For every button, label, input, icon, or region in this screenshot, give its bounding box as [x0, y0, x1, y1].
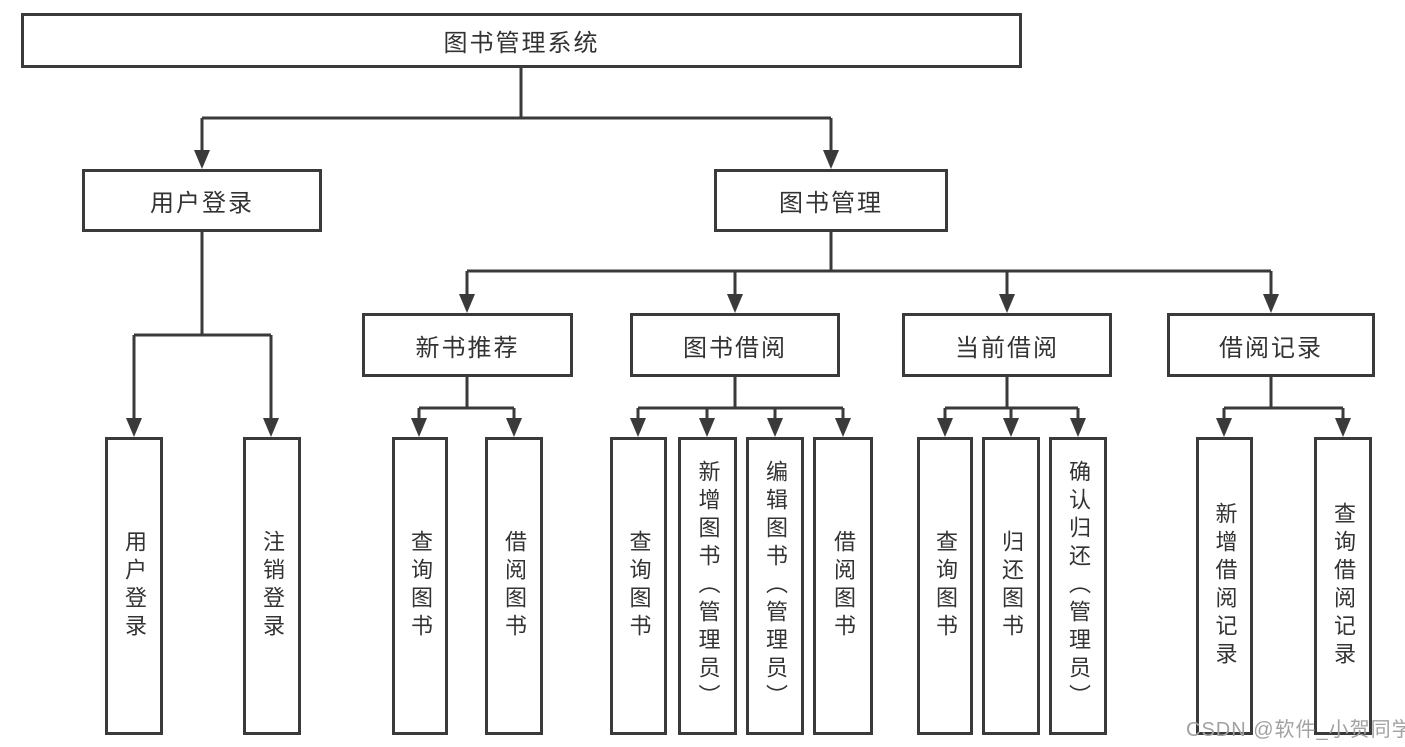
node-new-book-recommendation: 新书推荐 [362, 313, 573, 377]
leaf-edit-book-admin: 编辑图书（管理员） [746, 437, 804, 735]
leaf-query-books-recommend: 查询图书 [392, 437, 448, 735]
node-borrowing-records: 借阅记录 [1167, 313, 1375, 377]
csdn-watermark: CSDN @软件_小贺同学 [1186, 719, 1405, 741]
node-library-management-system: 图书管理系统 [21, 13, 1022, 68]
node-book-borrowing: 图书借阅 [630, 313, 840, 377]
leaf-borrow-books-borrowing: 借阅图书 [813, 437, 873, 735]
leaf-add-book-admin: 新增图书（管理员） [678, 437, 737, 735]
leaf-query-books-current: 查询图书 [917, 437, 973, 735]
leaf-query-books-borrowing: 查询图书 [610, 437, 667, 735]
leaf-query-borrow-record: 查询借阅记录 [1314, 437, 1372, 735]
leaf-user-login: 用户登录 [105, 437, 163, 735]
leaf-add-borrow-record: 新增借阅记录 [1196, 437, 1253, 735]
node-book-management-branch: 图书管理 [714, 169, 948, 232]
node-user-login-branch: 用户登录 [82, 169, 322, 232]
leaf-logout: 注销登录 [243, 437, 301, 735]
leaf-borrow-books-recommend: 借阅图书 [485, 437, 543, 735]
node-current-borrowing: 当前借阅 [902, 313, 1112, 377]
leaf-return-books: 归还图书 [982, 437, 1040, 735]
leaf-confirm-return-admin: 确认归还（管理员） [1049, 437, 1107, 735]
